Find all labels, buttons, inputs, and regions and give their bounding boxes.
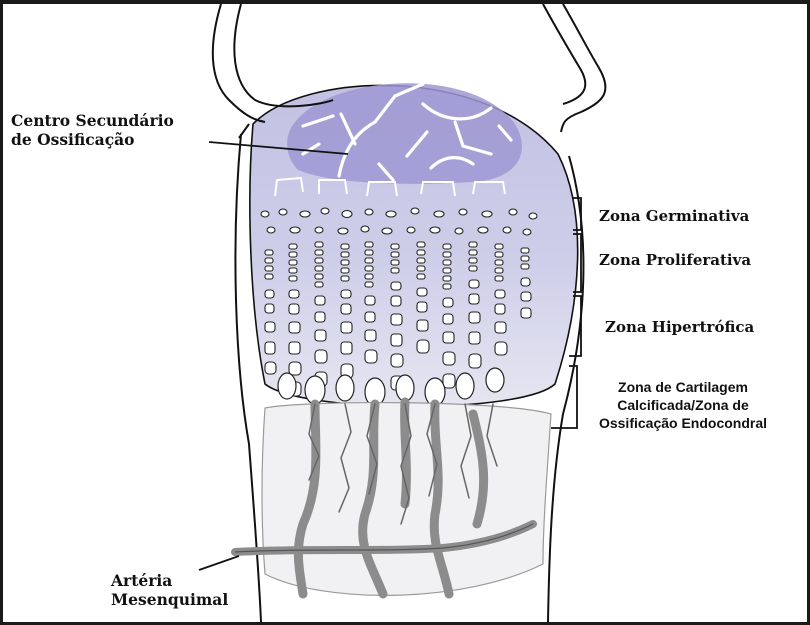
label-centro-line2: de Ossificação [11,131,174,150]
label-zona-cartilagem: Zona de Cartilagem Calcificada/Zona de O… [563,378,803,433]
label-zona-proliferativa: Zona Proliferativa [599,251,751,269]
label-arteria-line2: Mesenquimal [111,591,228,610]
label-arteria-line1: Artéria [111,572,228,591]
label-zona-hipertrofica: Zona Hipertrófica [605,318,754,336]
label-centro-line1: Centro Secundário [11,112,174,131]
label-zona-germinativa: Zona Germinativa [599,207,749,225]
growth-plate-illustration [3,4,807,622]
label-arteria-mesenquimal: Artéria Mesenquimal [111,572,228,610]
leader-line-arteria [199,556,239,570]
label-cartilagem-line1: Zona de Cartilagem [563,378,803,396]
label-cartilagem-line2: Calcificada/Zona de [563,396,803,414]
label-cartilagem-line3: Ossificação Endocondral [563,414,803,432]
label-centro-secundario: Centro Secundário de Ossificação [11,112,174,150]
